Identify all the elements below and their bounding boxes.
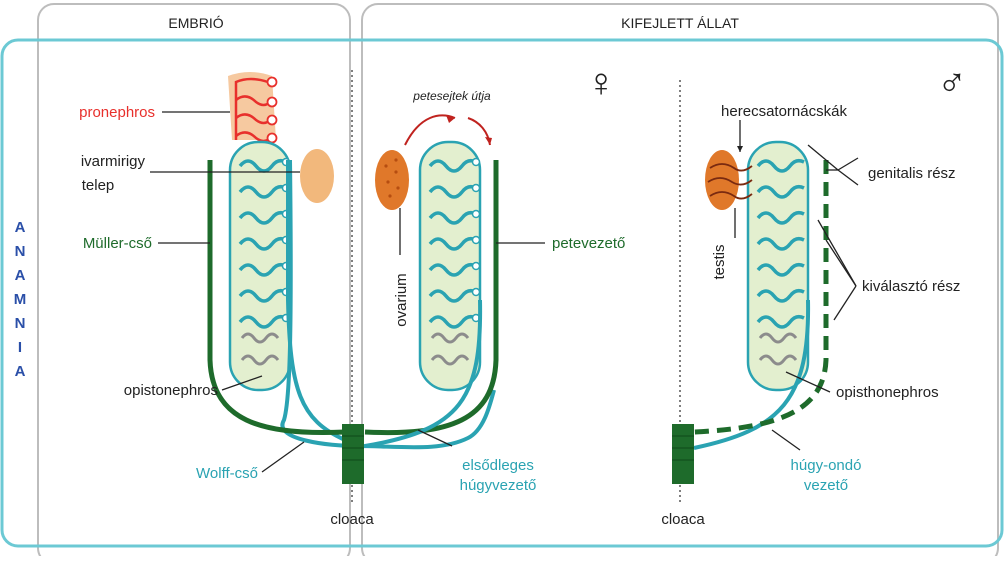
gray-tubule	[240, 354, 280, 366]
kidney-tubule	[238, 158, 287, 173]
label-kivalaszto: kiválasztó rész	[862, 278, 960, 295]
ovarium-spots	[384, 158, 400, 198]
pronephros-nephrostomes	[266, 76, 278, 144]
kidney-tubule	[428, 184, 477, 199]
label-cloaca-left: cloaca	[330, 511, 374, 528]
herecsatorna-pointer	[737, 146, 743, 152]
gray-tubule	[758, 332, 798, 344]
egg-path-arrowhead-1	[446, 115, 455, 123]
female-symbol: ♀	[586, 61, 616, 105]
kidney-tubule	[428, 262, 477, 277]
kidney-tubule	[756, 288, 805, 303]
petevezeto-duct	[364, 160, 499, 436]
kidney-tubule	[428, 158, 477, 173]
label-genitalis: genitalis rész	[868, 165, 956, 182]
kidney-tubule	[756, 314, 805, 329]
label-pronephros: pronephros	[79, 104, 155, 121]
kidney-tubule	[756, 158, 805, 173]
embryo-header-frame	[37, 3, 351, 561]
male-symbol: ♂	[937, 61, 967, 105]
herecsatorna-tubules	[707, 163, 753, 200]
anamnia-letter: I	[18, 339, 22, 356]
nephrostome	[471, 209, 481, 219]
adult-header-frame	[361, 3, 999, 561]
kidney-tubule	[428, 210, 477, 225]
kidney-tubule	[238, 262, 287, 277]
pronephros-tubules	[234, 77, 271, 143]
kidney-tubule	[428, 236, 477, 251]
kidney-tubule	[756, 236, 805, 251]
label-herecsatornacskak: herecsatornácskák	[721, 103, 847, 120]
nephrostome	[471, 287, 481, 297]
label-elsodleges-1: elsődleges	[462, 457, 534, 474]
cloaca-male	[672, 424, 694, 484]
label-ivarmirigy-2: telep	[82, 177, 115, 194]
leader-lines	[150, 111, 859, 473]
nephrostome	[471, 183, 481, 193]
nephrostome	[471, 157, 481, 167]
male-kidney-tubules	[756, 158, 805, 366]
label-petesejtek: petesejtek útja	[412, 89, 491, 103]
nephrostome	[471, 235, 481, 245]
label-muller: Müller-cső	[83, 235, 152, 252]
kidney-tubule	[238, 314, 287, 329]
ovarium-shape	[375, 150, 409, 210]
label-ivarmirigy-1: ivarmirigy	[81, 153, 146, 170]
hugy-ondo-duct	[693, 299, 811, 450]
label-testis: testis	[711, 244, 728, 279]
cloaca-embryo	[342, 424, 364, 484]
male-kidney	[746, 140, 810, 392]
outer-frame	[0, 38, 1004, 548]
nephrostome	[471, 261, 481, 271]
label-ovarium: ovarium	[393, 273, 410, 326]
label-petevezeto: petevezető	[552, 235, 625, 252]
label-opistonephros: opistonephros	[124, 382, 218, 399]
label-cloaca-right: cloaca	[661, 511, 705, 528]
anamnia-letter: A	[15, 267, 26, 284]
label-elsodleges-2: húgyvezető	[460, 477, 537, 494]
embryo-header: EMBRIÓ	[168, 15, 223, 31]
label-hugy-2: vezető	[804, 477, 848, 494]
egg-path-arrowhead-2	[485, 137, 492, 145]
kidney-tubule	[238, 236, 287, 251]
kidney-tubule	[756, 262, 805, 277]
kidney-tubule	[238, 210, 287, 225]
kidney-tubule	[238, 184, 287, 199]
gray-tubule	[758, 354, 798, 366]
label-hugy-1: húgy-ondó	[791, 457, 862, 474]
kidney-tubule	[428, 314, 477, 329]
cloaca-male-stripes	[672, 435, 694, 461]
gray-tubule	[430, 354, 470, 366]
kidney-tubule	[756, 184, 805, 199]
muller-duct	[207, 160, 346, 436]
gonad-rudiment	[300, 149, 334, 203]
gray-tubule	[240, 332, 280, 344]
kidney-tubule	[428, 288, 477, 303]
anamnia-letter: N	[15, 315, 26, 332]
female-kidney-tubules	[428, 157, 481, 366]
muller-remnant	[693, 160, 829, 435]
primary-ureter	[364, 299, 483, 448]
kidney-tubule	[238, 288, 287, 303]
anamnia-letter: N	[15, 243, 26, 260]
adult-header: KIFEJLETT ÁLLAT	[621, 15, 739, 31]
gray-tubule	[430, 332, 470, 344]
anamnia-letter: M	[14, 291, 27, 308]
egg-path-arrow-1	[404, 114, 456, 146]
anamnia-side-label: A N A M N I A	[14, 219, 27, 380]
kidney-tubule	[756, 210, 805, 225]
cloaca-embryo-stripes	[342, 435, 364, 461]
anamnia-letter: A	[15, 363, 26, 380]
egg-path-arrow-2	[467, 117, 491, 146]
label-wolff: Wolff-cső	[196, 465, 258, 482]
anamnia-letter: A	[15, 219, 26, 236]
label-opisthonephros: opisthonephros	[836, 384, 939, 401]
